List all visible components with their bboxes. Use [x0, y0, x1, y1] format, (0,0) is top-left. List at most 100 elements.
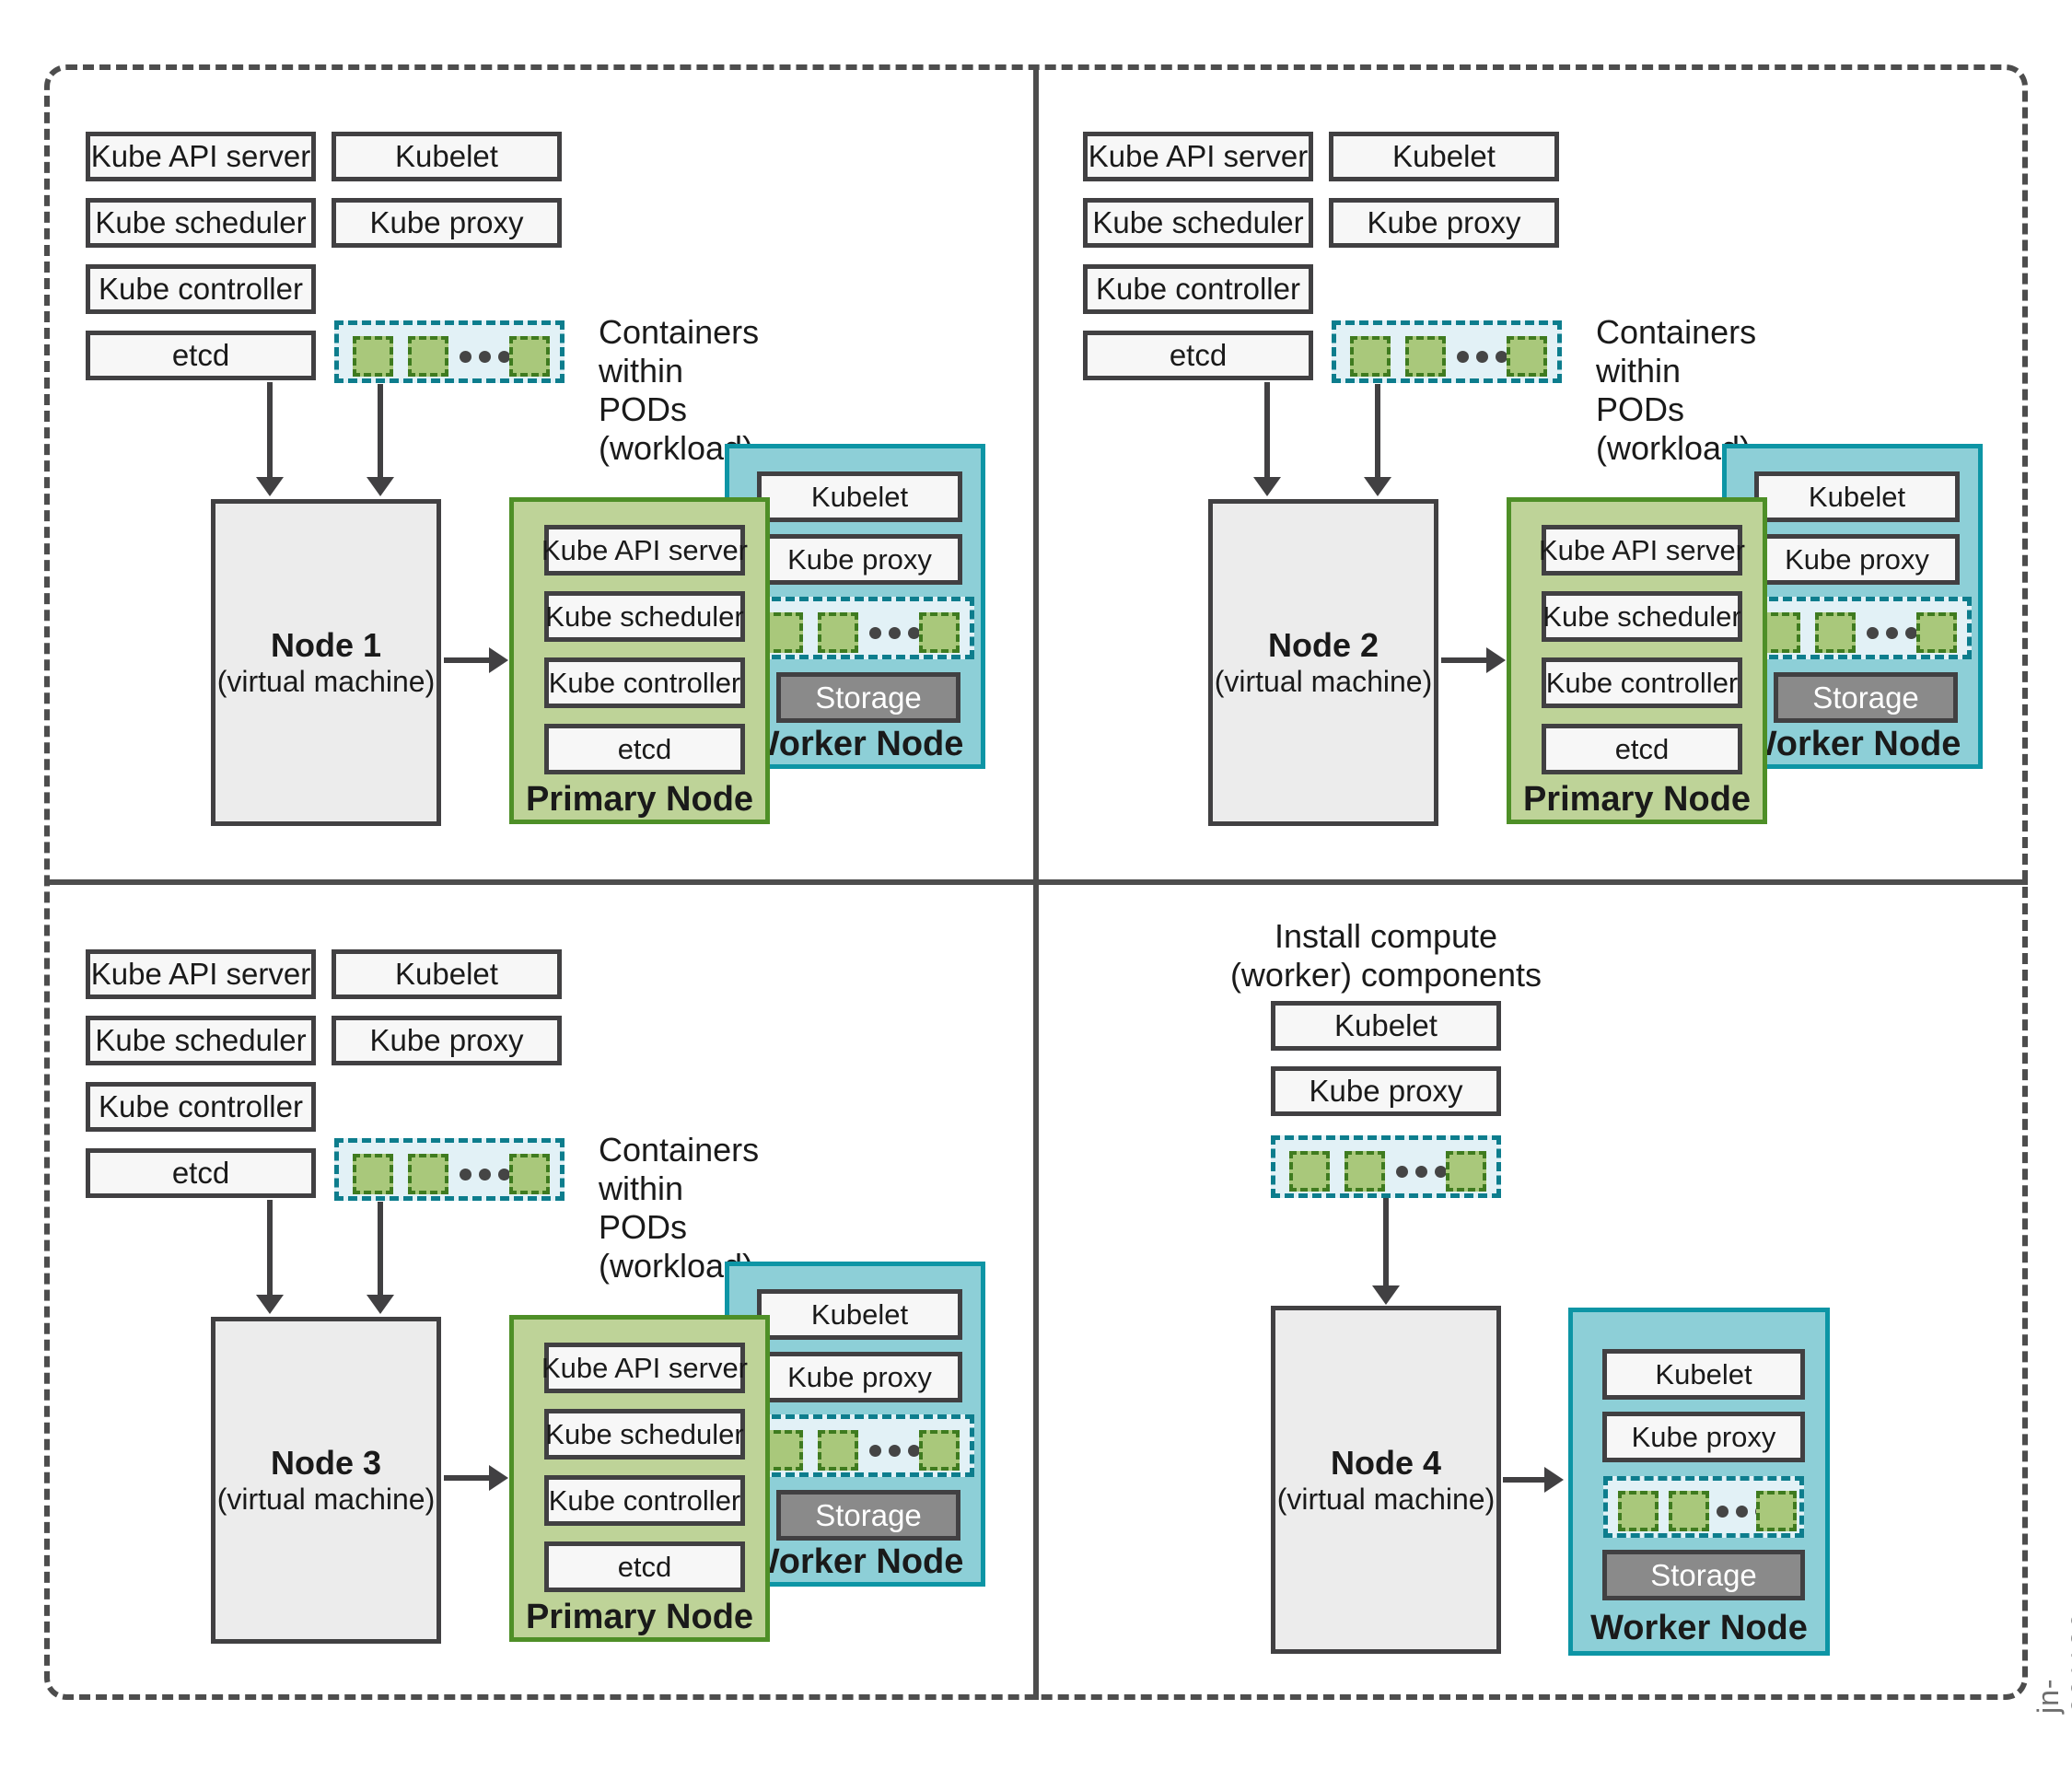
arrow-pods-to-node	[1383, 1198, 1389, 1285]
pods-strip	[334, 1138, 565, 1201]
containers-caption: Containers within PODs (workload)	[599, 1131, 759, 1285]
worker-component-label: Kubelet	[1334, 1008, 1438, 1042]
container-box	[1815, 612, 1856, 653]
container-box	[919, 1430, 960, 1471]
install-caption-line2: (worker) components	[1229, 956, 1542, 994]
control-component-box: Kube API server	[86, 132, 316, 181]
arrowhead-down-icon	[367, 1295, 394, 1314]
control-component-box: Kube controller	[86, 1082, 316, 1132]
arrowhead-down-icon	[256, 477, 284, 496]
worker-node-label: Worker Node	[746, 1542, 964, 1581]
arrow-etcd-to-node	[1264, 382, 1270, 477]
control-component-box: etcd	[544, 724, 745, 774]
worker-component-box: Kube proxy	[332, 198, 562, 248]
control-component-label: etcd	[1169, 338, 1228, 372]
worker-component-box: Kube proxy	[1329, 198, 1559, 248]
control-component-label: Kube controller	[1096, 272, 1300, 306]
worker-node-box: Kubelet Kube proxy Storage Worker Node	[1568, 1308, 1830, 1656]
worker-component-box: Kubelet	[757, 471, 962, 522]
control-component-box: Kube API server	[1539, 525, 1746, 576]
control-component-label: Kube controller	[99, 1089, 303, 1123]
control-component-label: etcd	[1614, 732, 1670, 765]
control-component-label: Kube API server	[90, 957, 311, 991]
worker-component-box: Kube proxy	[1754, 534, 1960, 585]
worker-component-box: Kube proxy	[332, 1016, 562, 1065]
container-box	[1289, 1151, 1330, 1192]
worker-component-box: Kubelet	[1602, 1349, 1805, 1400]
container-box	[1350, 336, 1391, 377]
worker-component-label: Kube proxy	[787, 542, 932, 576]
primary-node-label: Primary Node	[525, 1598, 754, 1636]
ellipsis-dots	[869, 1445, 920, 1457]
worker-component-box: Kube proxy	[1602, 1412, 1805, 1462]
worker-component-label: Kube proxy	[369, 1023, 524, 1057]
control-component-label: etcd	[617, 732, 672, 765]
control-component-box: Kube scheduler	[544, 591, 745, 642]
worker-node-label: Worker Node	[1590, 1609, 1808, 1647]
ellipsis-dots	[1457, 351, 1507, 363]
install-caption: Install compute (worker) components	[1225, 917, 1547, 994]
control-component-label: Kube controller	[548, 1483, 741, 1517]
control-component-label: Kube scheduler	[545, 1417, 744, 1450]
storage-label: Storage	[815, 1497, 922, 1532]
container-box	[509, 336, 550, 377]
node-title: Node 1	[270, 626, 382, 664]
arrow-pods-to-node	[378, 1202, 383, 1295]
control-component-label: Kube scheduler	[1542, 599, 1741, 633]
arrow-node-to-primary	[1441, 657, 1487, 663]
storage-box: Storage	[1774, 672, 1958, 723]
primary-node-box: Kube API server Kube scheduler Kube cont…	[509, 497, 770, 824]
control-component-box: etcd	[1083, 331, 1313, 380]
control-component-label: Kube controller	[548, 666, 741, 699]
node-subtitle: (virtual machine)	[216, 1483, 436, 1516]
control-component-label: Kube API server	[1539, 533, 1746, 566]
arrow-pods-to-node	[378, 384, 383, 477]
primary-node-label: Primary Node	[1522, 780, 1752, 819]
arrowhead-down-icon	[1364, 477, 1391, 496]
container-box	[408, 336, 448, 377]
container-box	[818, 1430, 858, 1471]
control-component-label: Kube API server	[541, 533, 749, 566]
arrowhead-right-icon	[489, 647, 508, 673]
control-component-box: Kube controller	[1083, 264, 1313, 314]
ellipsis-dots	[460, 351, 510, 363]
worker-component-box: Kube proxy	[757, 534, 962, 585]
containers-caption: Containers within PODs (workload)	[599, 313, 759, 468]
control-component-box: Kube API server	[541, 525, 749, 576]
control-component-box: etcd	[544, 1541, 745, 1592]
container-box	[1618, 1491, 1659, 1531]
node-subtitle: (virtual machine)	[1276, 1482, 1496, 1516]
worker-component-label: Kubelet	[395, 957, 498, 991]
control-component-box: Kube API server	[86, 949, 316, 999]
arrowhead-down-icon	[256, 1295, 284, 1314]
containers-caption-line1: Containers within	[599, 313, 760, 390]
ellipsis-dots	[1867, 627, 1917, 639]
control-component-label: etcd	[171, 1156, 230, 1190]
node-title: Node 4	[1330, 1443, 1442, 1482]
control-component-label: etcd	[617, 1550, 672, 1583]
control-component-box: etcd	[1542, 724, 1742, 774]
node-subtitle: (virtual machine)	[1214, 665, 1433, 698]
control-component-box: Kube controller	[544, 657, 745, 708]
ellipsis-dots	[1396, 1166, 1447, 1178]
arrow-node-to-worker	[1503, 1477, 1545, 1483]
primary-node-box: Kube API server Kube scheduler Kube cont…	[509, 1315, 770, 1642]
worker-component-label: Kubelet	[395, 139, 498, 173]
node-vm-box: Node 1 (virtual machine)	[211, 499, 441, 826]
storage-box: Storage	[776, 1490, 960, 1541]
control-component-label: Kube scheduler	[545, 599, 744, 633]
control-component-label: Kube API server	[1088, 139, 1309, 173]
containers-caption-line1: Containers within	[1596, 313, 1757, 390]
container-box	[1669, 1491, 1709, 1531]
containers-caption: Containers within PODs (workload)	[1596, 313, 1756, 468]
control-component-box: etcd	[86, 331, 316, 380]
worker-component-box: Kube proxy	[1271, 1066, 1501, 1116]
arrowhead-right-icon	[1544, 1467, 1564, 1493]
control-component-box: Kube scheduler	[1083, 198, 1313, 248]
worker-component-box: Kubelet	[1271, 1001, 1501, 1051]
arrow-etcd-to-node	[267, 382, 273, 477]
control-component-box: Kube API server	[541, 1343, 748, 1393]
control-component-label: Kube scheduler	[95, 1023, 307, 1057]
control-component-box: Kube scheduler	[86, 1016, 316, 1065]
control-component-label: Kube scheduler	[95, 205, 307, 239]
